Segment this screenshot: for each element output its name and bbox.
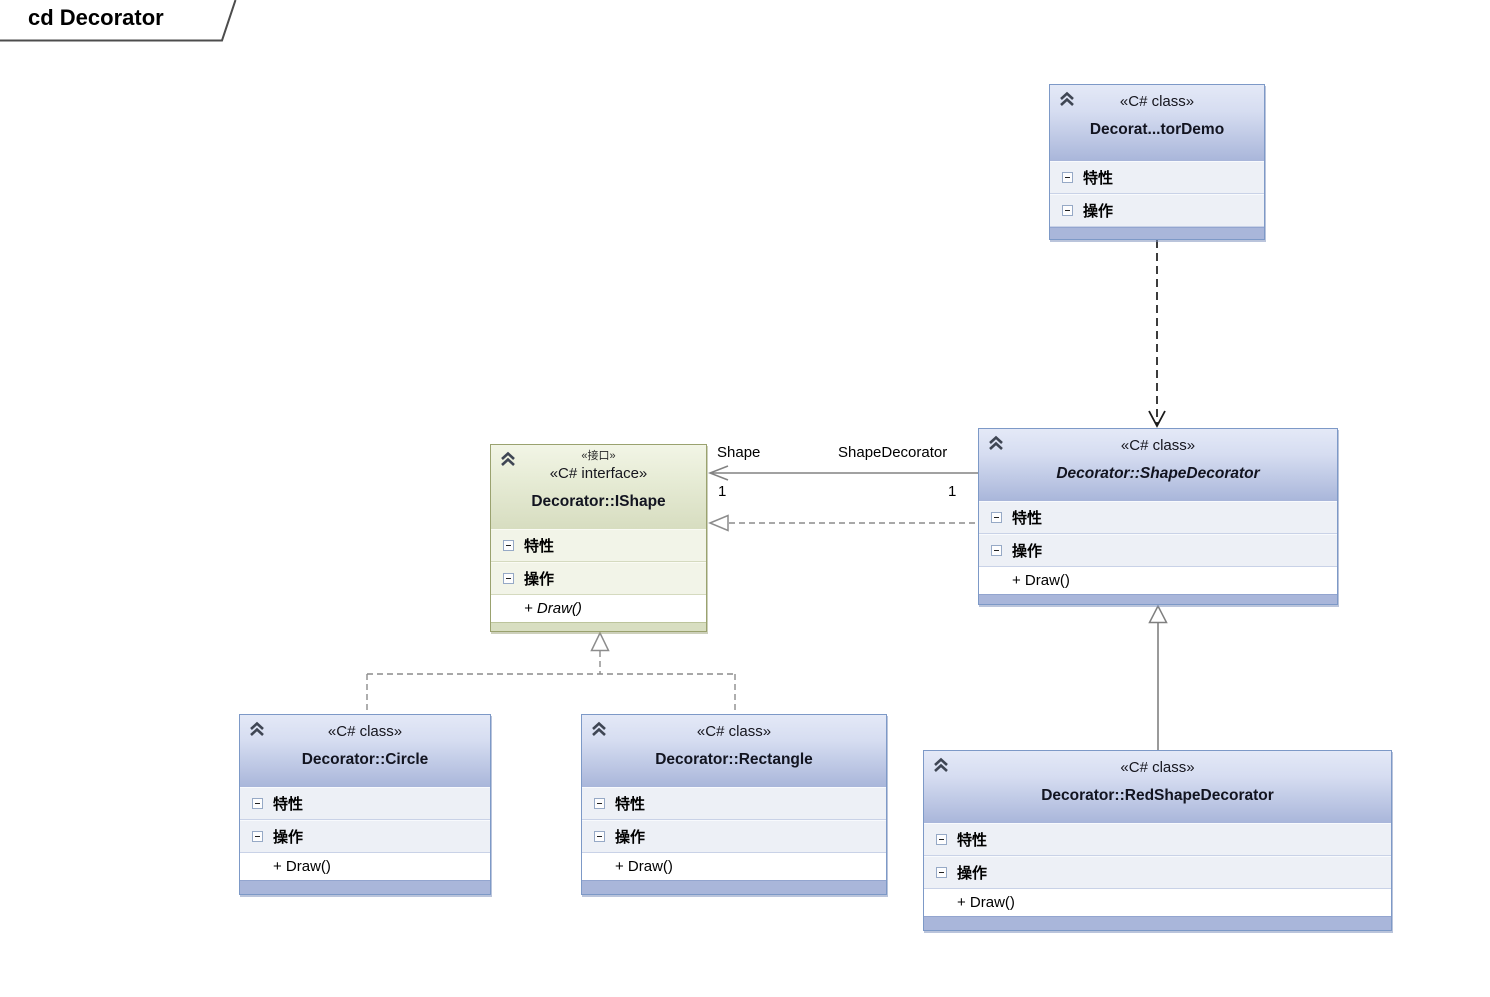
generalization-triangle-icon xyxy=(1148,604,1168,624)
stereotype-label: «C# class» xyxy=(1120,759,1195,776)
association-source-multiplicity: 1 xyxy=(948,483,957,500)
operations-section-row: 操作 xyxy=(582,820,886,853)
class-name: Decorator::Circle xyxy=(301,751,429,768)
dependency-demo-to-shapedecorator[interactable] xyxy=(1148,240,1166,428)
realization-triangle-icon xyxy=(708,514,729,532)
realization-circle-rectangle-ishape[interactable] xyxy=(366,631,736,714)
association-target-multiplicity: 1 xyxy=(718,483,727,500)
collapse-minus-icon[interactable] xyxy=(594,798,605,809)
dependency-arrowhead-icon xyxy=(1148,410,1166,428)
box-footer-strip xyxy=(924,916,1391,930)
operations-section-row: 操作 xyxy=(979,534,1337,567)
frame-label: cd Decorator xyxy=(28,5,164,30)
operation-draw[interactable]: + Draw() xyxy=(924,889,1391,916)
collapse-minus-icon[interactable] xyxy=(252,831,263,842)
operations-section-label: 操作 xyxy=(957,865,988,882)
class-box-rectangle[interactable]: «C# class» Decorator::Rectangle 特性 操作 + … xyxy=(581,714,887,895)
operation-draw[interactable]: + Draw() xyxy=(582,853,886,880)
collapse-minus-icon[interactable] xyxy=(991,545,1002,556)
operations-section-label: 操作 xyxy=(273,829,304,846)
interface-box-ishape[interactable]: «接口» «C# interface» Decorator::IShape 特性… xyxy=(490,444,707,632)
operation-draw[interactable]: + Draw() xyxy=(240,853,490,880)
stereotype-label: «C# class» xyxy=(327,723,403,740)
operation-draw[interactable]: + Draw() xyxy=(491,595,706,622)
collapse-minus-icon[interactable] xyxy=(594,831,605,842)
stereotype-label: «C# class» xyxy=(1119,93,1195,110)
collapse-chevron-icon[interactable] xyxy=(987,435,1005,452)
properties-section-row: 特性 xyxy=(582,787,886,820)
association-open-arrowhead-icon xyxy=(707,465,729,481)
properties-section-label: 特性 xyxy=(615,796,646,813)
box-footer-strip xyxy=(240,880,490,894)
class-header: «C# class» Decorator::Circle xyxy=(240,715,490,787)
collapse-minus-icon[interactable] xyxy=(991,512,1002,523)
class-header: «C# class» Decorator::ShapeDecorator xyxy=(979,429,1337,501)
properties-section-row: 特性 xyxy=(924,823,1391,856)
collapse-minus-icon[interactable] xyxy=(1062,205,1073,216)
operation-draw[interactable]: + Draw() xyxy=(979,567,1337,594)
collapse-minus-icon[interactable] xyxy=(936,834,947,845)
association-source-role-label: ShapeDecorator xyxy=(838,444,948,461)
operations-section-row: 操作 xyxy=(1050,194,1264,227)
collapse-minus-icon[interactable] xyxy=(936,867,947,878)
collapse-chevron-icon[interactable] xyxy=(499,451,517,468)
properties-section-label: 特性 xyxy=(1012,510,1043,527)
class-name: Decorat...torDemo xyxy=(1089,121,1225,138)
properties-section-row: 特性 xyxy=(979,501,1337,534)
realization-triangle-icon xyxy=(590,631,610,652)
collapse-chevron-icon[interactable] xyxy=(1058,91,1076,108)
class-box-redshapedecorator[interactable]: «C# class» Decorator::RedShapeDecorator … xyxy=(923,750,1392,931)
realization-shapedecorator-ishape[interactable] xyxy=(708,514,978,532)
collapse-chevron-icon[interactable] xyxy=(590,721,608,738)
class-name: Decorator::RedShapeDecorator xyxy=(1041,787,1274,804)
association-shapedecorator-ishape[interactable] xyxy=(707,465,978,481)
stereotype-label: «C# class» xyxy=(696,723,772,740)
stereotype-label: «C# class» xyxy=(1120,437,1196,454)
operations-section-label: 操作 xyxy=(615,829,646,846)
properties-section-label: 特性 xyxy=(273,796,304,813)
collapse-chevron-icon[interactable] xyxy=(248,721,266,738)
operations-section-row: 操作 xyxy=(924,856,1391,889)
properties-section-row: 特性 xyxy=(491,529,706,562)
class-header: «C# class» Decorator::Rectangle xyxy=(582,715,886,787)
collapse-chevron-icon[interactable] xyxy=(932,757,950,774)
stereotype-small-label: «接口» xyxy=(581,450,616,462)
collapse-minus-icon[interactable] xyxy=(252,798,263,809)
properties-section-row: 特性 xyxy=(1050,161,1264,194)
operations-section-label: 操作 xyxy=(1012,543,1043,560)
box-footer-strip xyxy=(979,594,1337,604)
class-header: «C# class» Decorator::RedShapeDecorator xyxy=(924,751,1391,823)
class-box-decoratordemo[interactable]: «C# class» Decorat...torDemo 特性 操作 xyxy=(1049,84,1265,240)
collapse-minus-icon[interactable] xyxy=(1062,172,1073,183)
stereotype-label: «C# interface» xyxy=(549,465,648,482)
association-target-role-label: Shape xyxy=(717,444,761,461)
properties-section-label: 特性 xyxy=(524,538,555,555)
class-name: Decorator::Rectangle xyxy=(655,751,813,768)
box-footer-strip xyxy=(491,622,706,631)
class-header: «接口» «C# interface» Decorator::IShape xyxy=(491,445,706,529)
properties-section-label: 特性 xyxy=(957,832,988,849)
operations-section-label: 操作 xyxy=(1083,203,1114,220)
properties-section-row: 特性 xyxy=(240,787,490,820)
operations-section-label: 操作 xyxy=(524,571,555,588)
class-box-shapedecorator[interactable]: «C# class» Decorator::ShapeDecorator 特性 … xyxy=(978,428,1338,605)
generalization-redshapedecorator-shapedecorator[interactable] xyxy=(1148,604,1168,750)
collapse-minus-icon[interactable] xyxy=(503,540,514,551)
interface-name: Decorator::IShape xyxy=(531,493,666,510)
properties-section-label: 特性 xyxy=(1083,170,1114,187)
operations-section-row: 操作 xyxy=(491,562,706,595)
class-box-circle[interactable]: «C# class» Decorator::Circle 特性 操作 + Dra… xyxy=(239,714,491,895)
collapse-minus-icon[interactable] xyxy=(503,573,514,584)
class-header: «C# class» Decorat...torDemo xyxy=(1050,85,1264,161)
operations-section-row: 操作 xyxy=(240,820,490,853)
diagram-frame-tab: cd Decorator xyxy=(0,0,240,42)
box-footer-strip xyxy=(582,880,886,894)
frame-tab-outline xyxy=(0,0,237,42)
box-footer-strip xyxy=(1050,227,1264,239)
class-name: Decorator::ShapeDecorator xyxy=(1056,465,1260,482)
